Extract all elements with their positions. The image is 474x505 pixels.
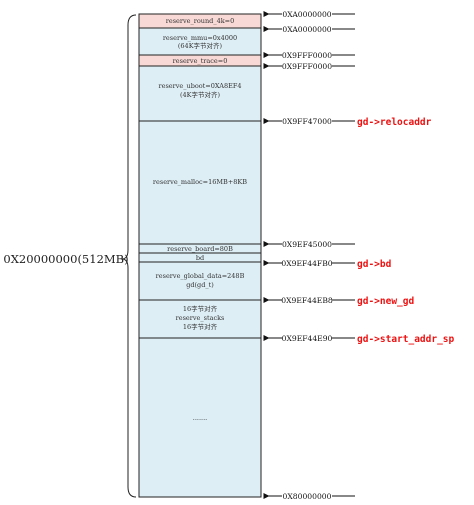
address-label-bg xyxy=(282,333,332,342)
address-label-bg xyxy=(282,491,332,500)
memory-regions: reserve_round_4k=0 reserve_mmu=0x4000(64K… xyxy=(138,13,262,498)
address-label-bg xyxy=(282,24,332,33)
address-label: 0X9FFF0000 xyxy=(282,62,332,71)
region-mmu-label: (64K字节对齐) xyxy=(178,41,223,50)
region-trace-label: reserve_trace=0 xyxy=(173,57,228,65)
address-label-bg xyxy=(282,116,332,125)
address-label-bg xyxy=(282,295,332,304)
address-label: 0XA0000000 xyxy=(282,25,331,34)
region-round-label: reserve_round_4k=0 xyxy=(166,17,234,25)
region-stacks-label: 16字节对齐 xyxy=(183,304,218,313)
region-rest xyxy=(138,337,262,498)
pointer-note: gd->relocaddr xyxy=(357,117,432,128)
region-uboot-label: reserve_uboot=0XA8EF4 xyxy=(159,82,242,90)
address-label-bg xyxy=(282,239,332,248)
address-label-bg xyxy=(282,50,332,59)
region-rest-label: ....... xyxy=(193,414,207,422)
address-label: 0X9FFF0000 xyxy=(282,51,332,60)
region-global-label: reserve_global_data=248B xyxy=(156,272,245,280)
address-label-bg xyxy=(282,258,332,267)
region-bd-label: bd xyxy=(196,254,204,262)
region-stacks xyxy=(138,299,262,339)
region-uboot-label: (4K字节对齐) xyxy=(180,90,221,99)
region-global-label: gd(gd_t) xyxy=(186,281,214,289)
address-label: 0X9EF44E90 xyxy=(282,334,333,343)
address-label-bg xyxy=(282,61,332,70)
size-brace xyxy=(121,14,137,498)
address-label: 0X9EF44FB0 xyxy=(281,259,332,268)
address-label: 0XA0000000 xyxy=(282,10,331,19)
address-label: 0X80000000 xyxy=(283,492,332,501)
address-label: 0X9EF45000 xyxy=(282,240,332,249)
pointer-note: gd->start_addr_sp xyxy=(357,334,455,345)
address-label: 0X9EF44EB8 xyxy=(281,296,333,305)
region-malloc-label: reserve_malloc=16MB+8KB xyxy=(153,178,247,186)
pointer-note: gd->new_gd xyxy=(357,296,414,307)
pointer-note: gd->bd xyxy=(357,259,392,270)
region-stacks-label: 16字节对齐 xyxy=(183,322,218,331)
region-board-label: reserve_board=80B xyxy=(167,245,233,253)
region-mmu-label: reserve_mmu=0x4000 xyxy=(163,34,237,42)
region-uboot xyxy=(138,65,262,122)
region-global xyxy=(138,261,262,301)
address-label-bg xyxy=(282,9,332,18)
address-label: 0X9FF47000 xyxy=(282,117,332,126)
region-stacks-label: reserve_stacks xyxy=(176,314,225,322)
address-markers: 0XA0000000 0XA0000000 0X9FFF0000 0X9FFF0000… xyxy=(263,9,455,501)
region-mmu xyxy=(138,27,262,56)
total-size-label: 0X20000000(512MB) xyxy=(3,252,128,266)
